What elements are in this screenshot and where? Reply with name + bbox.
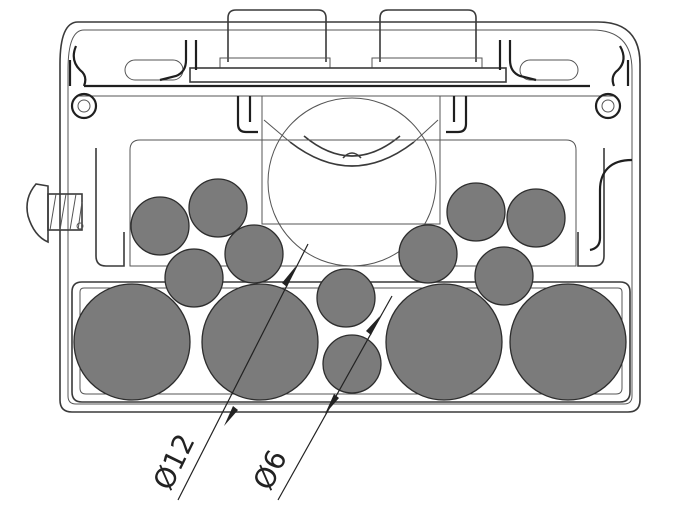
small-cable-9: [398, 224, 458, 284]
center-cradle-box: [261, 95, 441, 225]
top-connector-left-base: [219, 57, 331, 69]
small-cable-3: [224, 224, 284, 284]
corner-ring-left-inner: [77, 99, 91, 113]
small-cable-8: [506, 188, 566, 248]
top-connector-right-base: [371, 57, 483, 69]
clip-left: [159, 40, 198, 82]
center-cradle-left-brace: [263, 119, 291, 143]
top-connector-left: [227, 9, 327, 62]
top-connector-right: [379, 9, 477, 62]
large-cable-1: [73, 283, 191, 401]
large-cable-3: [385, 283, 503, 401]
corner-ring-right-outer: [594, 92, 622, 120]
central-hook-right: [446, 96, 468, 134]
small-cable-1: [130, 196, 190, 256]
small-cable-4: [164, 248, 224, 308]
leader-line-large: [177, 243, 309, 501]
lower-compartment-inner: [79, 287, 623, 395]
leader-arrow-small-top: [366, 316, 380, 335]
small-cable-2: [188, 178, 248, 238]
small-cable-5: [316, 268, 376, 328]
center-cradle-right-brace: [413, 119, 439, 143]
upper-compartment: [129, 139, 577, 267]
right-profile: [611, 45, 630, 87]
left-inner-wall: [95, 148, 125, 267]
left-side-screw: [26, 183, 84, 244]
top-rail: [189, 67, 507, 83]
dimension-label-6: Ø6: [247, 445, 294, 495]
large-cable-4: [509, 283, 627, 401]
large-cable-2: [201, 283, 319, 401]
leader-arrow-large-top: [282, 266, 296, 287]
small-cables: [130, 178, 566, 394]
corner-ring-left-outer: [70, 92, 98, 120]
small-cable-10: [474, 246, 534, 306]
leader-arrow-large-bottom: [224, 406, 238, 426]
small-cable-6: [322, 334, 382, 394]
corner-ring-right-inner: [601, 99, 615, 113]
central-hook-left: [236, 96, 258, 134]
right-inner-wall: [577, 148, 605, 267]
center-cradle-notch: [342, 152, 362, 159]
right-bracket: [589, 158, 633, 252]
dimension-label-12: Ø12: [147, 429, 202, 495]
center-cradle-arc-outer: [289, 141, 415, 167]
housing-inner-rim: [67, 29, 633, 405]
lower-compartment: [71, 281, 631, 403]
small-cable-7: [446, 182, 506, 242]
left-profile: [68, 45, 590, 88]
housing-outer-outline: [59, 21, 641, 413]
large-cables: [73, 283, 627, 401]
center-cradle-arc-inner: [303, 135, 401, 157]
slot-right: [519, 59, 579, 81]
clip-right: [498, 40, 537, 82]
leader-arrow-small-bottom: [325, 394, 339, 414]
